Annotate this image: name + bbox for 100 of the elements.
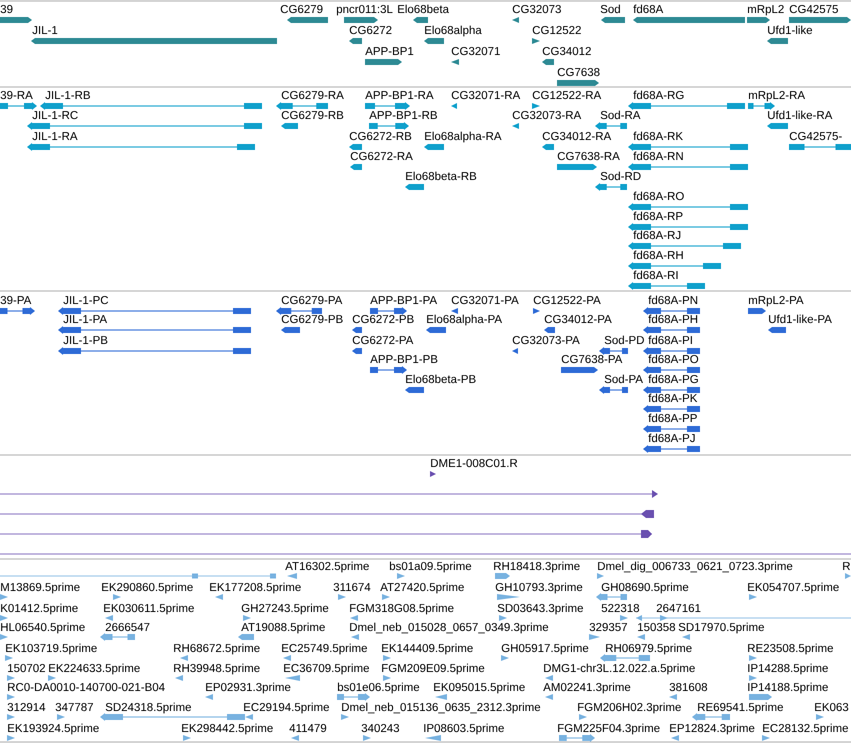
feature-label: SD24318.5prime [106,702,191,714]
feature-label: fd68A-PP [648,414,697,422]
feature-label: APP-BP1-PA [370,296,438,304]
feature-label: CG34012-PA [544,314,612,324]
feature-label: CG34012 [542,46,591,56]
feature-label: CG6272 [350,26,392,34]
feature-label: Elo68alpha-RA [425,132,502,142]
feature-label: fd68A-RH [633,250,683,260]
feature-label: JIL-1-PB [63,336,108,344]
feature-label: APP-BP1-PB [370,355,438,363]
feature-label: EK095015.5prime [434,682,525,694]
feature-label: CG6272-PA [352,336,414,344]
feature-label: CG32071 [452,46,500,56]
feature-label: GH05917.5prime [502,644,588,654]
feature-label: CG6272-RA [350,152,413,160]
feature-label: JIL-1 [32,26,58,34]
feature-label: 150358 [638,622,676,632]
feature-label: fd68A [633,4,664,14]
feature-label: EC29194.5prime [244,702,329,714]
feature-label: EC25749.5prime [282,644,367,654]
feature-label: IP14288.5prime [748,664,828,674]
feature-label: fd68A-PH [648,314,698,324]
feature-label: fd68A-PN [648,296,698,304]
feature-label: RE69541.5prime [698,702,783,714]
feature-label: fd68A-RO [633,192,684,200]
feature-label: EK063 [815,702,848,712]
feature-label: Ufd1-like [768,26,812,34]
feature-label: mRpL2-RA [748,90,806,102]
feature-label: Ufd1-like-PA [769,314,832,324]
feature-label: CG6279-PA [282,296,342,304]
feature-label: CG6279 [280,4,322,14]
feature-label: fd68A-RN [633,152,683,160]
feature-label: fd68A-RI [633,270,678,280]
feature-label: CG12522 [532,26,581,34]
feature-label: fd68A-RK [633,132,683,140]
feature-label: 150702 [8,664,45,672]
feature-label: AT19088.5prime [241,622,325,634]
feature-label: EP02931.3prime [206,682,290,694]
feature-label: AM02241.3prime [543,682,630,694]
feature-label: HL06540.5prime [1,622,85,634]
feature-label: JIL-1-RA [32,132,78,140]
feature-label: 381608 [670,682,708,692]
feature-label: fd68A-PJ [648,434,695,442]
feature-label: CG42575- [790,132,842,140]
feature-label: JIL-1-RB [45,91,90,100]
feature-label: Dmel_dig_006733_0621_0723.3prime [598,562,792,572]
feature-label: EK054707.5prime [748,582,839,594]
feature-label: RH39948.5prime [174,664,260,674]
feature-label: AT27420.5prime [380,582,464,594]
feature-label: fd68A-PG [648,374,698,384]
feature-label: mRpL2 [748,4,784,16]
feature-label: Sod [600,4,620,14]
feature-label: CG12522-PA [534,296,601,304]
feature-label: CG32071-RA [452,90,520,100]
feature-label: CG6272-RB [350,132,412,140]
feature-label: CG32073-PA [512,336,580,344]
feature-label: CG34012-RA [542,132,612,140]
feature-label: CG32073-RA [512,110,582,120]
feature-label: JIL-1-PC [63,296,108,304]
feature-label: AT16302.5prime [285,562,369,572]
feature-label: 2666547 [106,622,150,632]
feature-label: CG12522-RA [532,90,602,100]
feature-label: FGM318G08.5prime [350,604,454,614]
feature-label: EP12824.3prime [670,724,754,734]
feature-label: APP-BP1-RA [365,91,434,99]
feature-label: 347787 [56,702,93,712]
feature-label: 39-RA [0,90,33,100]
feature-label: GH10793.3prime [496,582,582,594]
feature-label: 2647161 [656,604,700,612]
feature-label: FGM209E09.5prime [382,664,484,674]
feature-label: EC36709.5prime [284,664,369,674]
feature-label: EK224633.5prime [49,664,140,674]
feature-label: RC0-DA0010-140700-021-B04 [8,682,165,692]
feature-label: CG6279-RB [282,110,344,120]
feature-label: 311674 [334,582,370,592]
feature-label: DMG1-chr3L.12.022.a.5prime [544,664,695,674]
feature-label: 522318 [602,604,640,612]
feature-label: Dmel_neb_015136_0635_2312.3prime [342,702,540,714]
feature-label: JIL-1-RC [32,110,78,120]
feature-label: Sod-RA [600,110,640,120]
feature-label: EK144409.5prime [382,644,473,654]
feature-label: fd68A-PK [648,394,698,402]
feature-label: M13869.5prime [1,582,80,594]
feature-label: CG32073 [512,4,561,14]
feature-label: GH27243.5prime [242,604,328,614]
feature-label: CG6272-PB [352,314,414,324]
feature-label: Sod-PA [604,374,643,384]
feature-label: Sod-PD [604,336,644,344]
feature-label: Elo68beta-PB [406,374,476,384]
feature-label: Elo68beta-RB [406,172,476,180]
feature-label: Sod-RD [600,172,641,180]
feature-label: bs01a09.5prime [390,562,472,572]
feature-label: GH08690.5prime [602,582,688,594]
feature-label: EC28132.5prime [763,724,848,734]
feature-label: fd68A-RP [633,212,682,220]
feature-label: CG7638-PA [562,354,622,364]
feature-label: K01412.5prime [1,604,78,614]
feature-label: Elo68alpha-PA [427,314,502,326]
feature-label: bs01e06.5prime [338,682,420,694]
feature-label: IP14188.5prime [748,682,828,694]
